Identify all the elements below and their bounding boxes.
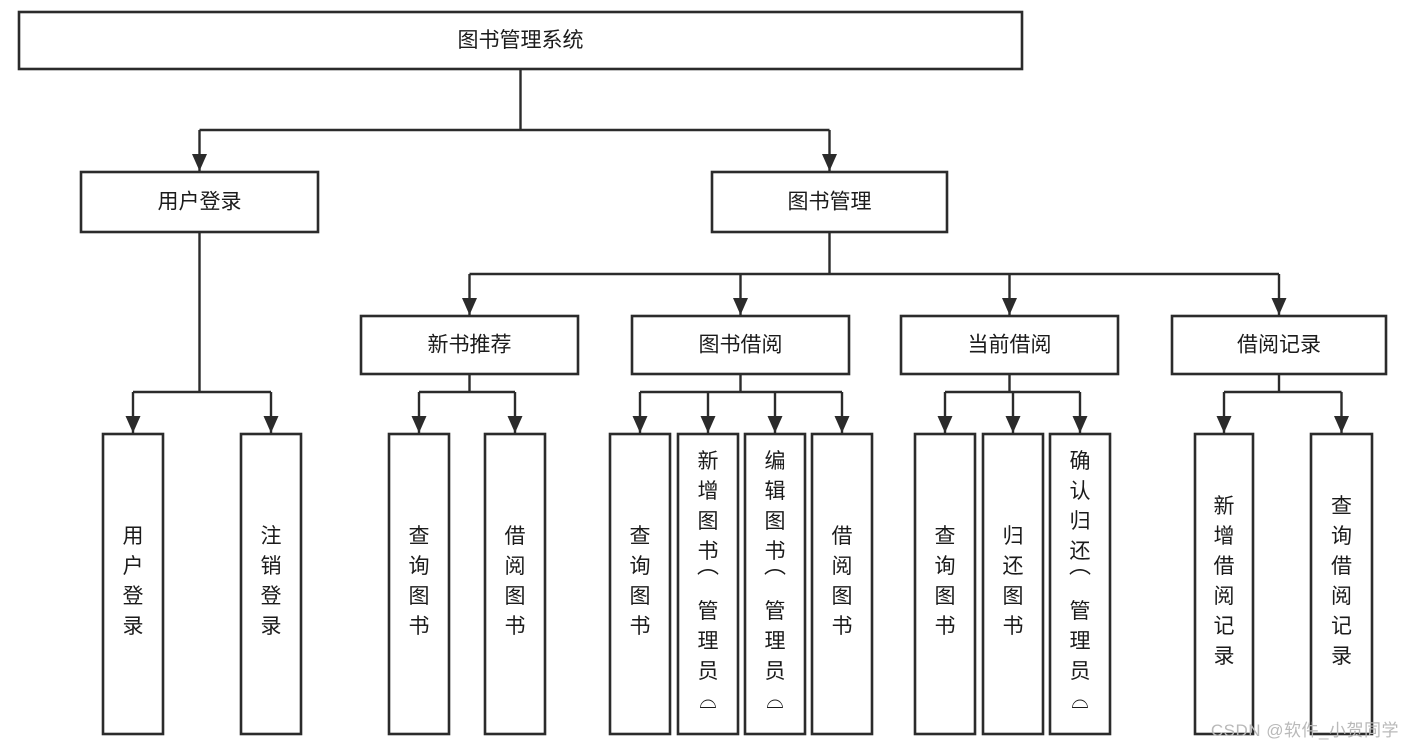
node-label: 注销登录: [261, 525, 282, 638]
node-current-borrow[interactable]: 当前借阅: [899, 314, 1120, 376]
node-label: 借阅图书: [505, 525, 526, 638]
node-leaf-add-borrow-record[interactable]: 新增借阅记录: [1193, 432, 1255, 736]
arrow-head: [192, 154, 207, 171]
node-box: [981, 432, 1045, 736]
node-leaf-query-book-borrow[interactable]: 查询图书: [608, 432, 672, 736]
arrow-head: [834, 416, 850, 433]
nodes-layer: 图书管理系统用户登录图书管理新书推荐图书借阅当前借阅借阅记录用户登录注销登录查询…: [17, 10, 1388, 736]
connector-conn-borrow-to-leaves: [632, 374, 850, 433]
arrow-head: [1216, 416, 1232, 433]
node-label: 用户登录: [123, 525, 144, 638]
connector-conn-recommend-to-leaves: [411, 374, 523, 433]
node-label: 查询借阅记录: [1331, 495, 1352, 668]
node-leaf-query-book-recommend[interactable]: 查询图书: [387, 432, 451, 736]
node-box: [239, 432, 303, 736]
node-user-login[interactable]: 用户登录: [79, 170, 320, 234]
node-box: [608, 432, 672, 736]
node-box: [17, 10, 1024, 71]
arrow-head: [700, 416, 716, 433]
arrow-head: [263, 416, 279, 433]
node-box: [810, 432, 874, 736]
node-leaf-add-book-admin[interactable]: 新增图书⌒管理员⌓: [676, 432, 740, 736]
node-label: 查询图书: [630, 525, 651, 638]
arrow-head: [1271, 298, 1287, 315]
node-label: 新增图书⌒管理员⌓: [697, 450, 719, 713]
arrow-head: [767, 416, 783, 433]
arrow-head: [937, 416, 953, 433]
node-borrow-record[interactable]: 借阅记录: [1170, 314, 1388, 376]
arrow-head: [1005, 416, 1021, 433]
node-leaf-user-login[interactable]: 用户登录: [101, 432, 165, 736]
node-label: 查询图书: [409, 525, 430, 638]
arrow-head: [1334, 416, 1349, 433]
node-new-book-recommend[interactable]: 新书推荐: [359, 314, 580, 376]
arrow-head: [462, 298, 477, 315]
node-leaf-borrow-book[interactable]: 借阅图书: [810, 432, 874, 736]
node-box: [1170, 314, 1388, 376]
node-label: 图书借阅: [699, 334, 783, 357]
node-box: [676, 432, 740, 736]
node-label: 确认归还⌒管理员⌓: [1069, 450, 1091, 713]
node-label: 新书推荐: [428, 334, 512, 357]
node-leaf-query-book-current[interactable]: 查询图书: [913, 432, 977, 736]
connector-conn-userlogin-to-leaves: [125, 232, 279, 433]
node-leaf-logout[interactable]: 注销登录: [239, 432, 303, 736]
node-box: [710, 170, 949, 234]
node-book-borrow[interactable]: 图书借阅: [630, 314, 851, 376]
node-label: 归还图书: [1003, 525, 1024, 638]
node-leaf-confirm-return-admin[interactable]: 确认归还⌒管理员⌓: [1048, 432, 1112, 736]
node-box: [630, 314, 851, 376]
node-label: 当前借阅: [968, 334, 1052, 357]
node-box: [483, 432, 547, 736]
node-box: [387, 432, 451, 736]
node-label: 用户登录: [158, 191, 242, 214]
watermark-text: CSDN @软件_小贺同学: [1210, 721, 1399, 740]
node-box: [101, 432, 165, 736]
node-root[interactable]: 图书管理系统: [17, 10, 1024, 71]
node-label: 查询图书: [935, 525, 956, 638]
node-leaf-edit-book-admin[interactable]: 编辑图书⌒管理员⌓: [743, 432, 807, 736]
node-leaf-return-book[interactable]: 归还图书: [981, 432, 1045, 736]
arrow-head: [411, 416, 427, 433]
arrow-head: [1002, 298, 1017, 315]
node-box: [1309, 432, 1374, 736]
arrow-head: [507, 416, 523, 433]
node-leaf-borrow-book-recommend[interactable]: 借阅图书: [483, 432, 547, 736]
node-box: [79, 170, 320, 234]
arrow-head: [125, 416, 141, 433]
node-label: 图书管理: [788, 191, 872, 214]
node-label: 新增借阅记录: [1214, 495, 1235, 668]
node-leaf-query-borrow-record[interactable]: 查询借阅记录: [1309, 432, 1374, 736]
connectors-layer: [125, 69, 1349, 433]
connector-conn-record-to-leaves: [1216, 374, 1349, 433]
node-box: [743, 432, 807, 736]
connector-conn-root-to-level2: [192, 69, 837, 171]
arrow-head: [733, 298, 748, 315]
node-box: [1048, 432, 1112, 736]
node-label: 借阅记录: [1237, 334, 1321, 357]
node-label: 借阅图书: [832, 525, 853, 638]
node-label: 编辑图书⌒管理员⌓: [764, 450, 786, 713]
node-label: 图书管理系统: [458, 29, 584, 52]
arrow-head: [1072, 416, 1088, 433]
arrow-head: [822, 154, 837, 171]
node-book-management[interactable]: 图书管理: [710, 170, 949, 234]
arrow-head: [632, 416, 648, 433]
node-box: [913, 432, 977, 736]
connector-conn-bookmgmt-to-level3: [462, 232, 1287, 315]
node-box: [1193, 432, 1255, 736]
connector-conn-current-to-leaves: [937, 374, 1088, 433]
node-box: [899, 314, 1120, 376]
node-box: [359, 314, 580, 376]
